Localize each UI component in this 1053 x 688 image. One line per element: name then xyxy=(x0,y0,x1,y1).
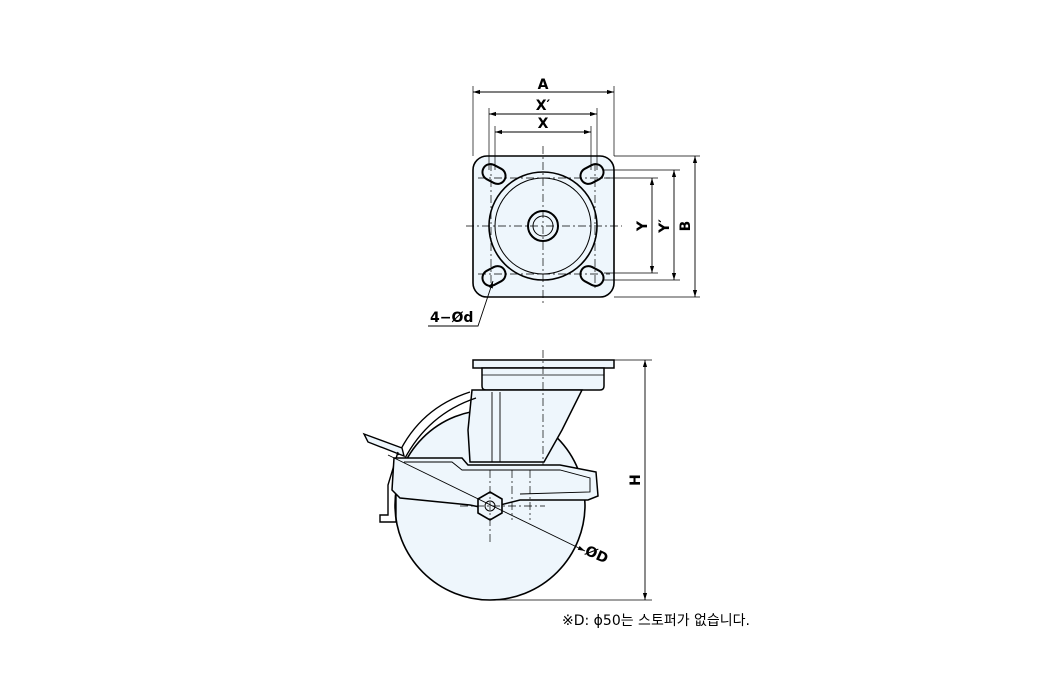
brake-spring xyxy=(397,391,477,461)
brake-lever xyxy=(362,432,406,458)
bolt-slot xyxy=(579,265,605,287)
side-top-plate xyxy=(472,359,615,369)
label-y: Y xyxy=(635,220,651,232)
bolt-slot xyxy=(481,265,507,287)
side-center-lines xyxy=(460,350,545,545)
label-x-prime: X′ xyxy=(536,98,551,114)
fork-body xyxy=(467,389,584,463)
label-wheel-dia: ØD xyxy=(582,543,610,567)
label-h: H xyxy=(628,474,644,486)
label-x: X xyxy=(538,116,549,132)
label-bolt-holes: 4−Ød xyxy=(430,310,473,326)
extension-lines-horizontal xyxy=(472,86,615,170)
extension-lines-vertical xyxy=(604,155,700,298)
brake-plate xyxy=(391,457,599,511)
center-lines xyxy=(466,146,622,306)
top-view xyxy=(428,86,700,327)
leader-bolt-holes xyxy=(428,280,494,327)
bolt-slot xyxy=(579,163,605,185)
footnote: ※D: ϕ50는 스토퍼가 없습니다. xyxy=(562,613,750,629)
label-a: A xyxy=(538,77,549,93)
side-view xyxy=(362,350,652,601)
bolt-slot xyxy=(481,163,507,185)
label-b: B xyxy=(678,221,694,232)
dim-line-wheel-dia xyxy=(387,454,586,552)
label-y-prime: Y′ xyxy=(657,219,673,234)
